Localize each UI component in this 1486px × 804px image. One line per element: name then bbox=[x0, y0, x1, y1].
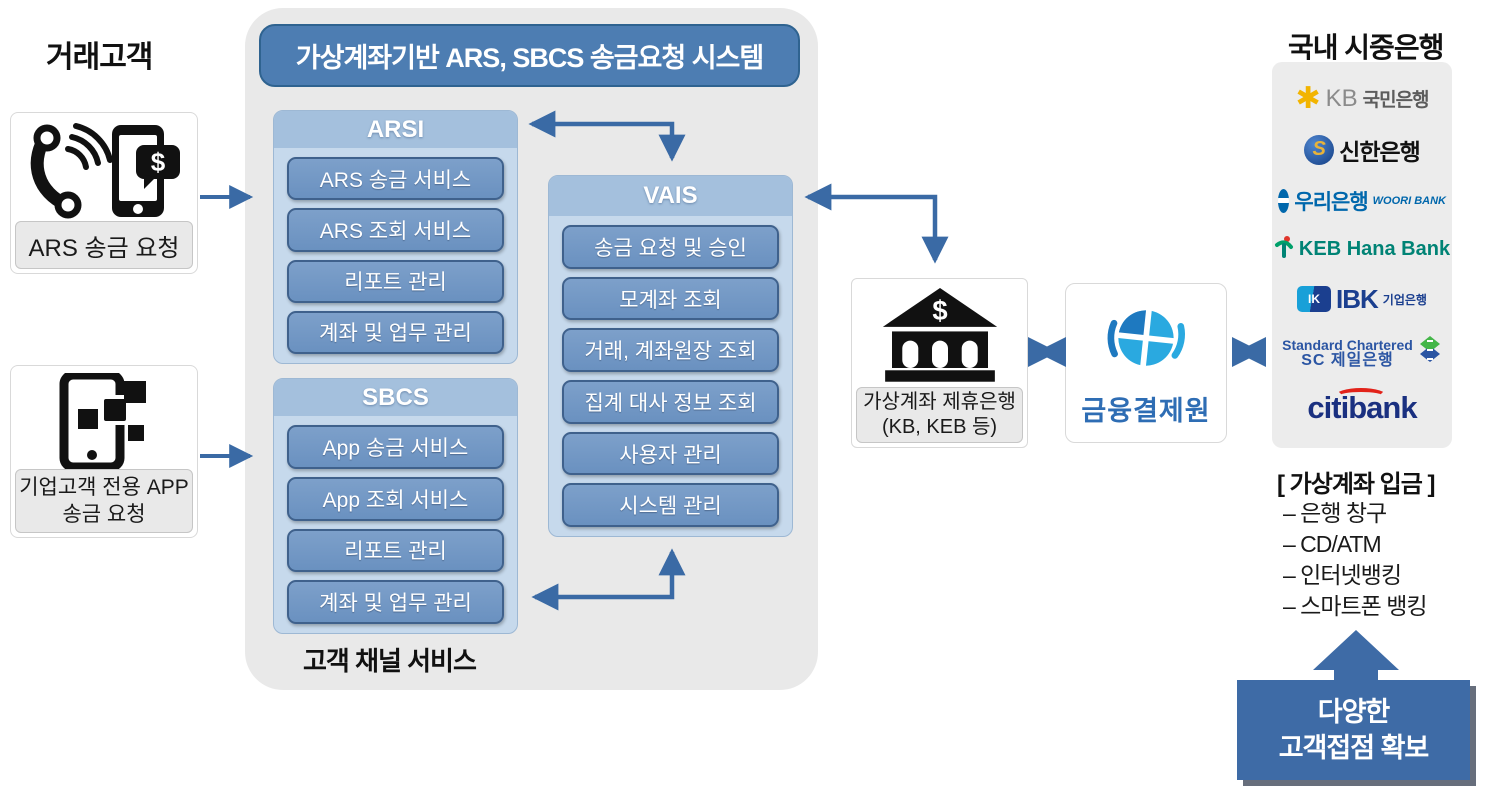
ibk-card-icon: IK bbox=[1297, 286, 1332, 313]
domestic-banks-title: 국내 시중은행 bbox=[1288, 32, 1444, 63]
partner-bank-label: 가상계좌 제휴은행 (KB, KEB 등) bbox=[856, 387, 1023, 443]
benefit-up-arrow bbox=[1313, 630, 1399, 684]
bank-row-hana: KEB Hana Bank bbox=[1274, 235, 1450, 264]
deposit-item: – 인터넷뱅킹 bbox=[1283, 562, 1402, 588]
kftc-card: 금융결제원 bbox=[1065, 283, 1227, 443]
benefit-box: 다양한 고객접점 확보 bbox=[1237, 680, 1470, 780]
ars-customer-card: $ ARS 송금 요청 bbox=[10, 112, 198, 274]
vais-row: 모계좌 조회 bbox=[562, 276, 779, 321]
kftc-logo-icon bbox=[1103, 298, 1189, 385]
vais-row: 집계 대사 정보 조회 bbox=[562, 380, 779, 424]
bank-building-icon: $ bbox=[852, 283, 1027, 389]
arsi-row: 계좌 및 업무 관리 bbox=[287, 310, 504, 354]
arsi-row: ARS 조회 서비스 bbox=[287, 208, 504, 252]
phone-and-sms-icon: $ bbox=[11, 117, 197, 225]
module-arsi-body: ARS 송금 서비스 ARS 조회 서비스 리포트 관리 계좌 및 업무 관리 bbox=[274, 148, 517, 363]
module-sbcs: SBCS App 송금 서비스 App 조회 서비스 리포트 관리 계좌 및 업… bbox=[273, 378, 518, 634]
module-sbcs-header: SBCS bbox=[274, 379, 517, 416]
module-sbcs-body: App 송금 서비스 App 조회 서비스 리포트 관리 계좌 및 업무 관리 bbox=[274, 416, 517, 633]
channel-service-caption: 고객 채널 서비스 bbox=[303, 646, 477, 676]
sbcs-row: 리포트 관리 bbox=[287, 528, 504, 573]
vais-row: 사용자 관리 bbox=[562, 431, 779, 476]
system-title-bar: 가상계좌기반 ARS, SBCS 송금요청 시스템 bbox=[259, 24, 800, 87]
svg-text:$: $ bbox=[151, 147, 166, 177]
arsi-row: ARS 송금 서비스 bbox=[287, 157, 504, 201]
bank-row-sc: Standard Chartered SC 제일은행 bbox=[1278, 334, 1446, 371]
app-customer-card: 기업고객 전용 APP 송금 요청 bbox=[10, 365, 198, 538]
module-arsi: ARSI ARS 송금 서비스 ARS 조회 서비스 리포트 관리 계좌 및 업… bbox=[273, 110, 518, 364]
module-arsi-header: ARSI bbox=[274, 111, 517, 148]
sbcs-row: App 송금 서비스 bbox=[287, 425, 504, 469]
bank-row-woori: 우리은행 WOORI BANK bbox=[1278, 186, 1446, 216]
kftc-name: 금융결제원 bbox=[1081, 396, 1211, 426]
app-phone-icon bbox=[11, 370, 197, 472]
vais-row: 송금 요청 및 승인 bbox=[562, 225, 779, 269]
citi-red-arc-icon bbox=[1335, 388, 1388, 404]
partner-bank-card: $ 가상계좌 제휴은행 (KB, KEB 등) bbox=[851, 278, 1028, 448]
vais-row: 거래, 계좌원장 조회 bbox=[562, 328, 779, 373]
customer-section-title: 거래고객 bbox=[46, 41, 153, 74]
sbcs-row: 계좌 및 업무 관리 bbox=[287, 580, 504, 624]
bank-row-kb: ✱ KB 국민은행 bbox=[1295, 81, 1429, 115]
module-vais-body: 송금 요청 및 승인 모계좌 조회 거래, 계좌원장 조회 집계 대사 정보 조… bbox=[549, 216, 792, 536]
kb-star-icon: ✱ bbox=[1295, 81, 1321, 115]
sbcs-row: App 조회 서비스 bbox=[287, 476, 504, 521]
app-request-label: 기업고객 전용 APP 송금 요청 bbox=[15, 469, 193, 533]
shinhan-globe-icon: S bbox=[1304, 134, 1335, 165]
bank-row-shinhan: S 신한은행 bbox=[1278, 133, 1446, 167]
virtual-deposit-list: – 은행 창구 – CD/ATM – 인터넷뱅킹 – 스마트폰 뱅킹 bbox=[1283, 498, 1428, 622]
virtual-deposit-title: [ 가상계좌 입금 ] bbox=[1277, 471, 1435, 498]
bank-row-ibk: IK IBK 기업은행 bbox=[1278, 284, 1446, 315]
vais-row: 시스템 관리 bbox=[562, 483, 779, 528]
module-vais-header: VAIS bbox=[549, 176, 792, 216]
banks-panel: ✱ KB 국민은행 S 신한은행 우리은행 WOORI BANK KEB Han… bbox=[1272, 62, 1452, 448]
module-vais: VAIS 송금 요청 및 승인 모계좌 조회 거래, 계좌원장 조회 집계 대사… bbox=[548, 175, 793, 537]
svg-text:$: $ bbox=[932, 295, 947, 326]
bank-row-citibank: citibank bbox=[1307, 388, 1418, 426]
ars-request-label: ARS 송금 요청 bbox=[15, 221, 193, 269]
deposit-item: – 은행 창구 bbox=[1283, 500, 1387, 526]
deposit-item: – 스마트폰 뱅킹 bbox=[1283, 593, 1428, 619]
hana-mark-icon bbox=[1274, 235, 1294, 264]
sc-trustmark-icon bbox=[1418, 334, 1442, 371]
arsi-row: 리포트 관리 bbox=[287, 259, 504, 303]
woori-circle-icon bbox=[1278, 189, 1290, 214]
deposit-item: – CD/ATM bbox=[1283, 531, 1382, 557]
